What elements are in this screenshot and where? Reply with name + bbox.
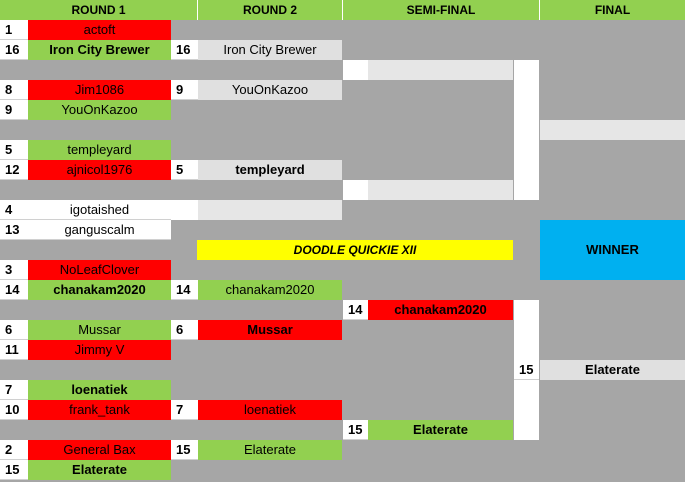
round1-entry: frank_tank: [28, 400, 171, 420]
seed: 1: [0, 20, 28, 40]
round2-entry: Iron City Brewer: [198, 40, 342, 60]
seed: 6: [0, 320, 28, 340]
seed: 12: [0, 160, 28, 180]
seed: 16: [0, 40, 28, 60]
semi-entry: chanakam2020: [368, 300, 513, 320]
round1-entry: YouOnKazoo: [28, 100, 171, 120]
empty-seed-slot: [343, 60, 368, 80]
round2-entry: Elaterate: [198, 440, 342, 460]
seed: 10: [0, 400, 28, 420]
seed: 6: [171, 320, 198, 340]
tournament-title: DOODLE QUICKIE XII: [197, 240, 513, 260]
round1-entry: templeyard: [28, 140, 171, 160]
semi-entry: Elaterate: [368, 420, 513, 440]
empty-final-slot: [540, 120, 685, 140]
round1-entry: Elaterate: [28, 460, 171, 480]
header-round2: ROUND 2: [198, 0, 343, 20]
empty-semi-slot: [368, 60, 513, 80]
empty-seed-slot: [343, 180, 368, 200]
round1-entry: chanakam2020: [28, 280, 171, 300]
round1-entry: Jim1086: [28, 80, 171, 100]
seed: 5: [171, 160, 198, 180]
round1-entry: igotaished: [28, 200, 171, 220]
round1-entry: ajnicol1976: [28, 160, 171, 180]
seed: 14: [343, 300, 368, 320]
seed: 15: [0, 460, 28, 480]
round1-entry: loenatiek: [28, 380, 171, 400]
seed: 9: [0, 100, 28, 120]
seed: 7: [0, 380, 28, 400]
header-semi-final: SEMI-FINAL: [343, 0, 540, 20]
header-final: FINAL: [540, 0, 685, 20]
seed: 14: [0, 280, 28, 300]
round1-entry: Jimmy V: [28, 340, 171, 360]
seed: 2: [0, 440, 28, 460]
seed: 5: [0, 140, 28, 160]
seed: 15: [514, 360, 539, 380]
seed: 14: [171, 280, 198, 300]
seed: 16: [171, 40, 198, 60]
round2-entry: templeyard: [198, 160, 342, 180]
round2-entry: loenatiek: [198, 400, 342, 420]
round2-entry: YouOnKazoo: [198, 80, 342, 100]
round2-entry: chanakam2020: [198, 280, 342, 300]
round1-entry: Iron City Brewer: [28, 40, 171, 60]
empty-seed-slot: [171, 200, 198, 220]
seed: 3: [0, 260, 28, 280]
seed: 8: [0, 80, 28, 100]
final-entry: Elaterate: [540, 360, 685, 380]
round1-entry: ganguscalm: [28, 220, 171, 240]
empty-round2-slot: [198, 200, 342, 220]
round1-entry: Mussar: [28, 320, 171, 340]
round1-entry: General Bax: [28, 440, 171, 460]
bracket-connector: [514, 60, 539, 200]
round2-entry: Mussar: [198, 320, 342, 340]
round1-entry: actoft: [28, 20, 171, 40]
seed: 15: [343, 420, 368, 440]
seed: 15: [171, 440, 198, 460]
seed: 4: [0, 200, 28, 220]
seed: 9: [171, 80, 198, 100]
empty-semi-slot: [368, 180, 513, 200]
round1-entry: NoLeafClover: [28, 260, 171, 280]
seed: 11: [0, 340, 28, 360]
winner-box: WINNER: [540, 220, 685, 280]
seed: 13: [0, 220, 28, 240]
seed: 7: [171, 400, 198, 420]
header-round1: ROUND 1: [0, 0, 198, 20]
